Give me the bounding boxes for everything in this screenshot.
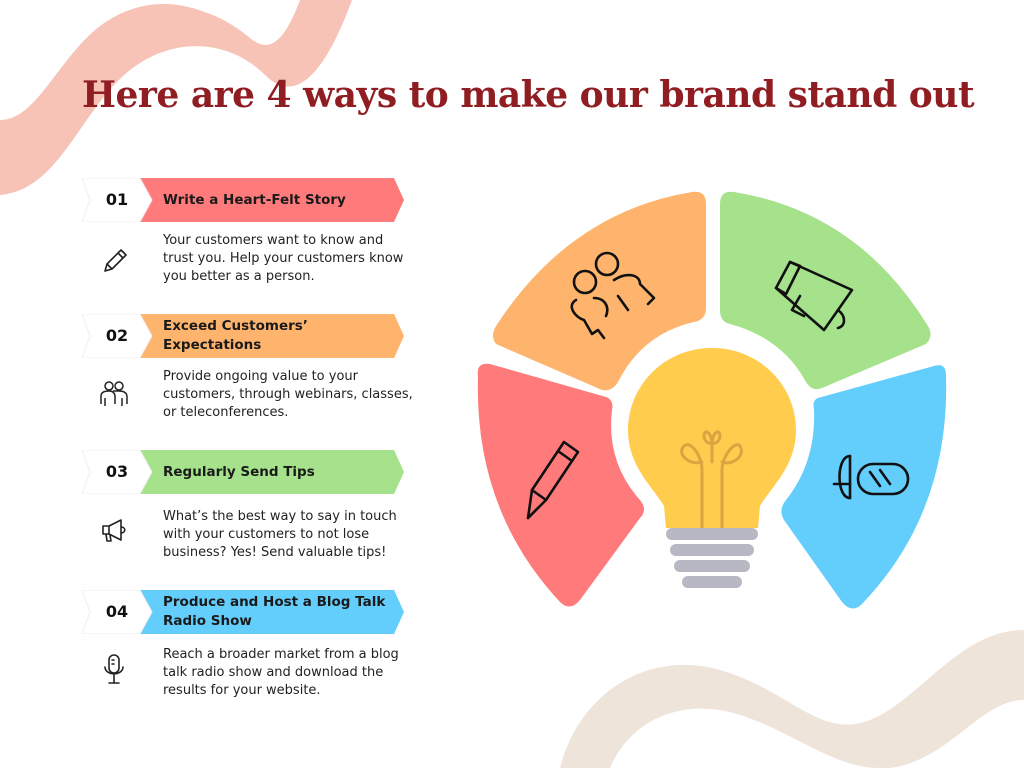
wheel-segment-red: [477, 363, 644, 607]
pencil-icon: [526, 440, 580, 520]
step-number: 02: [105, 326, 129, 345]
page-title: Here are 4 ways to make our brand stand …: [82, 74, 975, 116]
bulb-base-ring: [666, 528, 758, 540]
step-description-01: Your customers want to know and trust yo…: [163, 233, 404, 284]
banner-color-band: [140, 450, 404, 494]
step-banner-shape: [82, 590, 404, 634]
wheel-segment-blue: [781, 365, 947, 609]
number-badge: [82, 450, 153, 494]
lightbulb-icon: [628, 348, 796, 588]
microphone-icon: [832, 454, 910, 500]
step-description-04: Reach a broader market from a blog talk …: [163, 647, 399, 698]
banner-color-band: [140, 178, 404, 222]
number-badge: [82, 314, 153, 358]
top-left-swoosh-band: [0, 0, 352, 195]
megaphone-icon: [102, 519, 126, 542]
bulb-base-ring: [674, 560, 750, 572]
number-badge: [82, 178, 153, 222]
microphone-icon: [104, 654, 124, 684]
people-icon: [100, 381, 128, 406]
step-banner-03: 03 Regularly Send Tips: [82, 450, 404, 494]
step-description-02: Provide ongoing value to your customers,…: [163, 369, 413, 420]
step-title: Produce and Host a Blog Talk Radio Show: [163, 594, 386, 629]
bulb-base-ring: [682, 576, 742, 588]
step-banner-01: 01 Write a Heart-Felt Story: [82, 178, 404, 222]
megaphone-icon: [774, 260, 854, 332]
pencil-icon: [104, 249, 127, 272]
step-title: Regularly Send Tips: [163, 463, 315, 480]
bulb-base-ring: [670, 544, 754, 556]
step-banner-04: 04 Produce and Host a Blog Talk Radio Sh…: [82, 590, 404, 634]
step-number: 04: [105, 602, 129, 621]
step-banner-shape: [82, 178, 404, 222]
step-banner-02: 02 Exceed Customers’ Expectations: [82, 314, 404, 358]
people-icon: [570, 251, 656, 340]
wheel-segment-orange: [493, 191, 706, 391]
wheel-segment-green: [720, 191, 931, 390]
bottom-right-swoosh-band: [610, 708, 880, 768]
bulb-filament: [680, 430, 743, 530]
step-number: 03: [105, 462, 129, 481]
banner-color-band: [140, 590, 404, 634]
step-title: Write a Heart-Felt Story: [163, 191, 346, 208]
step-banner-shape: [82, 314, 404, 358]
step-description-03: What’s the best way to say in touch with…: [163, 509, 397, 560]
number-badge: [82, 590, 153, 634]
banner-color-band: [140, 314, 404, 358]
step-banner-shape: [82, 450, 404, 494]
step-title: Exceed Customers’ Expectations: [163, 318, 308, 353]
step-number: 01: [105, 190, 129, 209]
